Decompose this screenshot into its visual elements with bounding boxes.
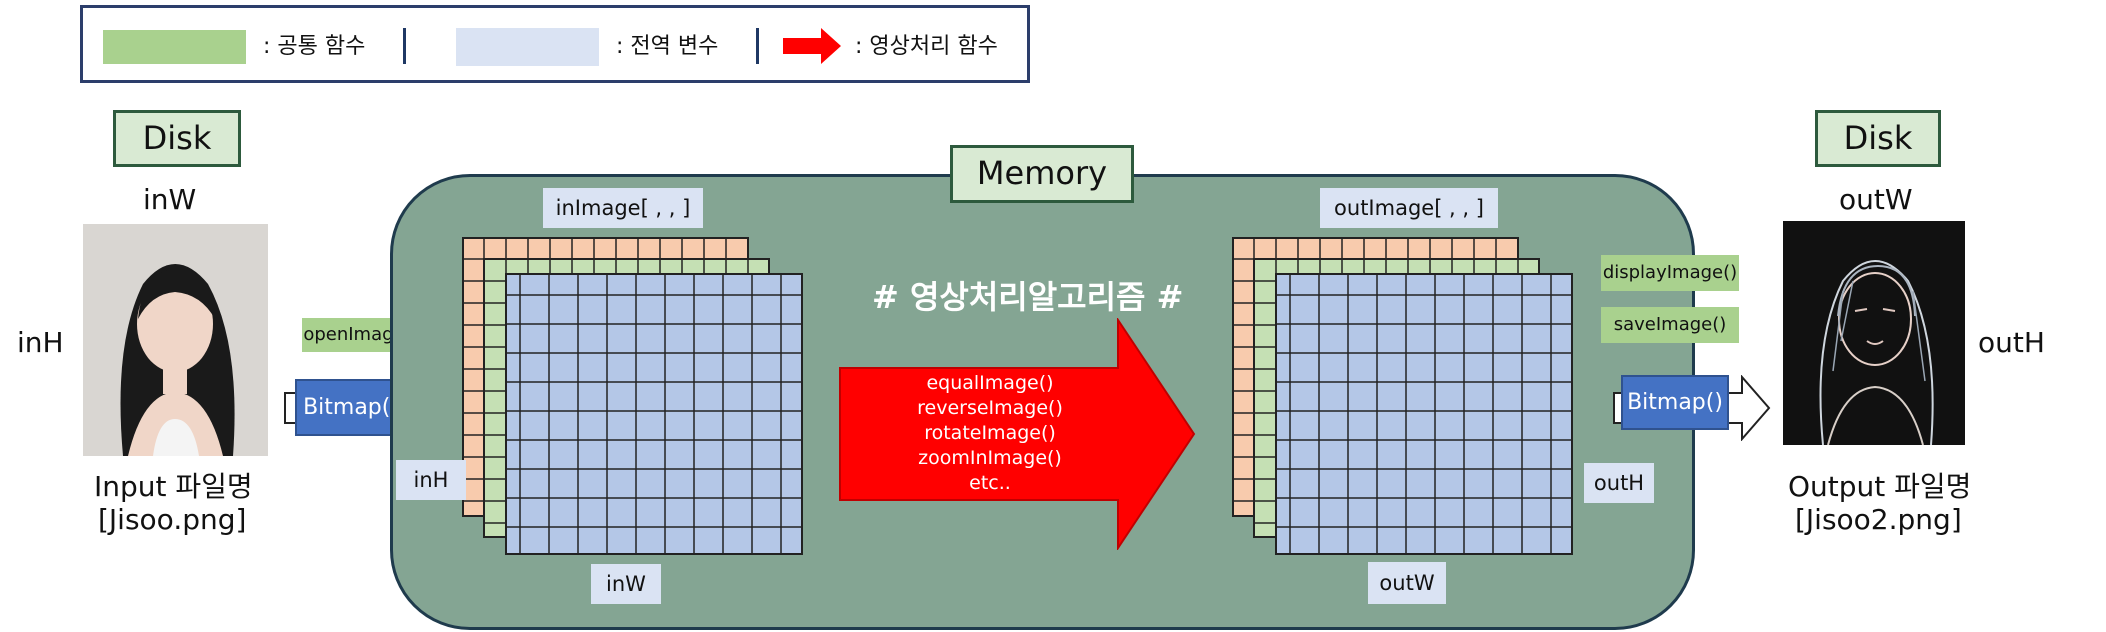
left-height-label: inH	[17, 326, 64, 359]
output-photo	[1783, 221, 1965, 445]
legend-red-arrow-icon	[783, 28, 841, 64]
left-width-label: inW	[143, 183, 197, 216]
in-image-array-label: inImage[ , , ]	[543, 188, 703, 228]
input-file-name: [Jisoo.png]	[98, 503, 247, 536]
output-file-name: [Jisoo2.png]	[1795, 503, 1962, 536]
process-arrow-icon	[839, 318, 1196, 550]
process-function: etc..	[969, 472, 1011, 494]
in-h-label: inH	[396, 460, 466, 500]
right-height-label: outH	[1978, 326, 2045, 359]
legend-common-swatch	[103, 30, 246, 64]
process-function-list: equalImage() reverseImage() rotateImage(…	[860, 371, 1120, 496]
out-image-grid	[1232, 237, 1573, 555]
process-function: zoomInImage()	[918, 447, 1062, 469]
process-function: reverseImage()	[917, 397, 1063, 419]
out-w-label: outW	[1368, 562, 1446, 604]
save-image-function: saveImage()	[1601, 307, 1739, 343]
bitmap-in-function: Bitmap()	[295, 379, 407, 436]
legend-divider	[403, 28, 406, 64]
input-photo	[83, 224, 268, 456]
input-file-label: Input 파일명	[94, 470, 253, 503]
process-function: rotateImage()	[924, 422, 1056, 444]
display-image-function: displayImage()	[1601, 255, 1739, 291]
legend-divider	[756, 28, 759, 64]
out-h-label: outH	[1584, 463, 1654, 503]
process-function: equalImage()	[926, 372, 1054, 394]
left-disk-label: Disk	[113, 110, 241, 167]
legend-common-label: : 공통 함수	[263, 34, 366, 59]
in-image-grid	[462, 237, 803, 555]
legend-process-label: : 영상처리 함수	[855, 34, 998, 59]
output-file-label: Output 파일명	[1788, 470, 1972, 503]
in-w-label: inW	[591, 564, 661, 604]
out-image-array-label: outImage[ , , ]	[1320, 188, 1498, 228]
bitmap-out-function: Bitmap()	[1621, 375, 1729, 430]
open-image-function: openImage()	[302, 318, 420, 352]
right-width-label: outW	[1839, 183, 1913, 216]
right-disk-label: Disk	[1815, 110, 1941, 167]
legend-global-swatch	[456, 28, 599, 66]
memory-title: Memory	[950, 145, 1134, 203]
legend-global-label: : 전역 변수	[616, 34, 719, 59]
legend-box: : 공통 함수 : 전역 변수 : 영상처리 함수	[80, 5, 1030, 83]
algorithm-title: # 영상처리알고리즘 #	[872, 278, 1184, 316]
